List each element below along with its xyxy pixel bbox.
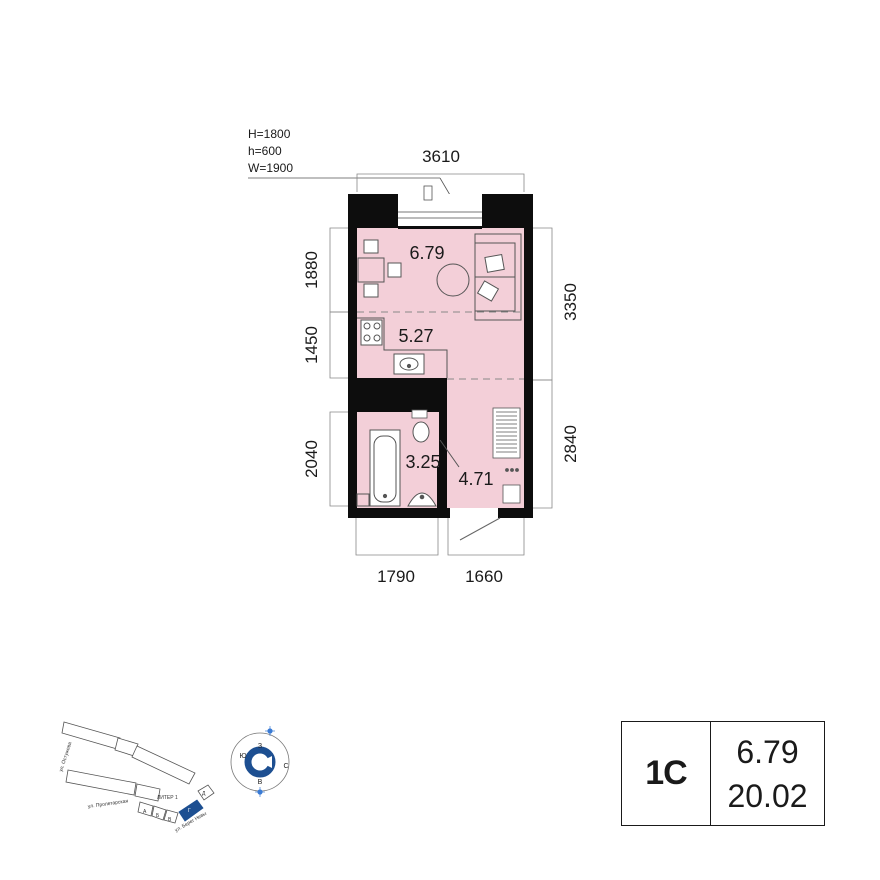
wardrobe: [492, 407, 521, 504]
compass-north: З: [258, 743, 262, 750]
inner-wall-bath: [348, 388, 447, 412]
entrance-door: [459, 517, 501, 541]
dim-top: 3610: [422, 147, 460, 166]
section-label: Д: [202, 791, 206, 797]
litera-highlight: [178, 799, 204, 822]
section-label: В: [168, 817, 172, 823]
sofa: [474, 233, 522, 321]
dim-left-upper: 1880: [302, 251, 321, 289]
compass-east: С: [283, 763, 288, 770]
site-plan: [61, 721, 215, 824]
dining-set: [357, 239, 402, 298]
bathroom-fixtures: [356, 421, 437, 507]
floor-plan: 6.79 5.27 3.25 4.71: [348, 185, 533, 541]
area-kitchen: 5.27: [398, 326, 433, 346]
litera-label: ЛИТЕР 1: [157, 795, 178, 801]
section-label: А: [143, 809, 147, 815]
street-label: ул. Остужева: [58, 741, 73, 772]
inner-wall-kitchen: [357, 378, 447, 388]
dim-bottom-right: 1660: [465, 567, 503, 586]
round-table: [436, 263, 470, 297]
kitchen-counter: [357, 317, 448, 378]
washer-icon: [502, 484, 521, 504]
dimension-lines: [329, 173, 553, 556]
compass: З С В Ю: [230, 726, 290, 797]
area-hallway: 4.71: [458, 469, 493, 489]
window-height-label: H=1800: [248, 127, 291, 141]
apartment-areas: 6.79 20.02: [711, 722, 824, 825]
dim-left-lower: 2040: [302, 440, 321, 478]
total-area-value: 20.02: [727, 777, 808, 814]
dim-left-middle: 1450: [302, 326, 321, 364]
area-bathroom: 3.25: [405, 452, 440, 472]
window-sill-label: h=600: [248, 144, 282, 158]
living-area-value: 6.79: [736, 733, 799, 770]
window-opening: [398, 194, 482, 228]
street-label: ул. Пролетарская: [87, 798, 128, 810]
dim-bottom-left: 1790: [377, 567, 415, 586]
toilet-icon: [412, 421, 430, 443]
area-living: 6.79: [409, 243, 444, 263]
dim-right-lower: 2840: [561, 425, 580, 463]
section-label: Г: [188, 808, 191, 814]
room-living-kitchen: [357, 228, 524, 378]
stove-icon: [360, 319, 383, 346]
apartment-type: 1С: [622, 722, 711, 825]
compass-south: В: [258, 779, 263, 786]
window-spec: H=1800 h=600 W=1900: [248, 127, 461, 213]
apartment-info-box: 1С 6.79 20.02: [621, 721, 825, 826]
dim-right-upper: 3350: [561, 283, 580, 321]
section-label: Б: [156, 813, 160, 819]
washbasin-icon: [407, 492, 437, 507]
window-width-label: W=1900: [248, 161, 293, 175]
entrance-opening: [450, 508, 498, 518]
compass-west: Ю: [239, 753, 246, 760]
